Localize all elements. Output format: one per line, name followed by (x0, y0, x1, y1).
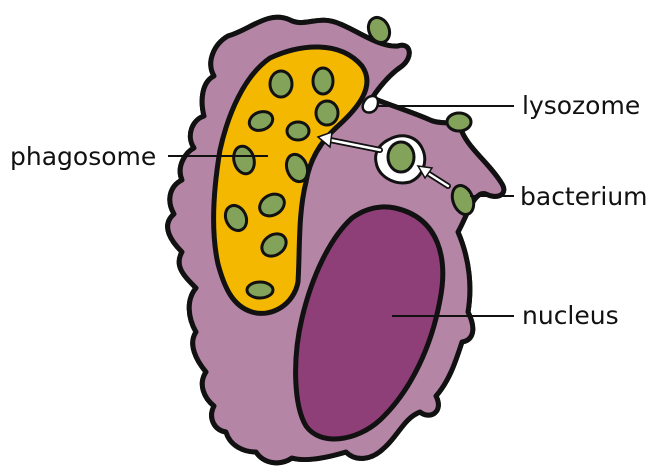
bacterium-inside (287, 122, 309, 140)
lysozome (363, 96, 378, 113)
bacterium-inside (247, 282, 273, 298)
bacterium-outside (447, 113, 471, 131)
bacterium-inside (316, 101, 338, 125)
label-lysozome: lysozome (522, 93, 640, 118)
bacterium-inside (270, 71, 292, 97)
bacterium-inside (313, 68, 333, 94)
label-nucleus: nucleus (522, 303, 619, 328)
bacterium-engulfing (388, 142, 414, 172)
label-phagosome: phagosome (10, 144, 156, 169)
label-bacterium: bacterium (520, 184, 648, 209)
